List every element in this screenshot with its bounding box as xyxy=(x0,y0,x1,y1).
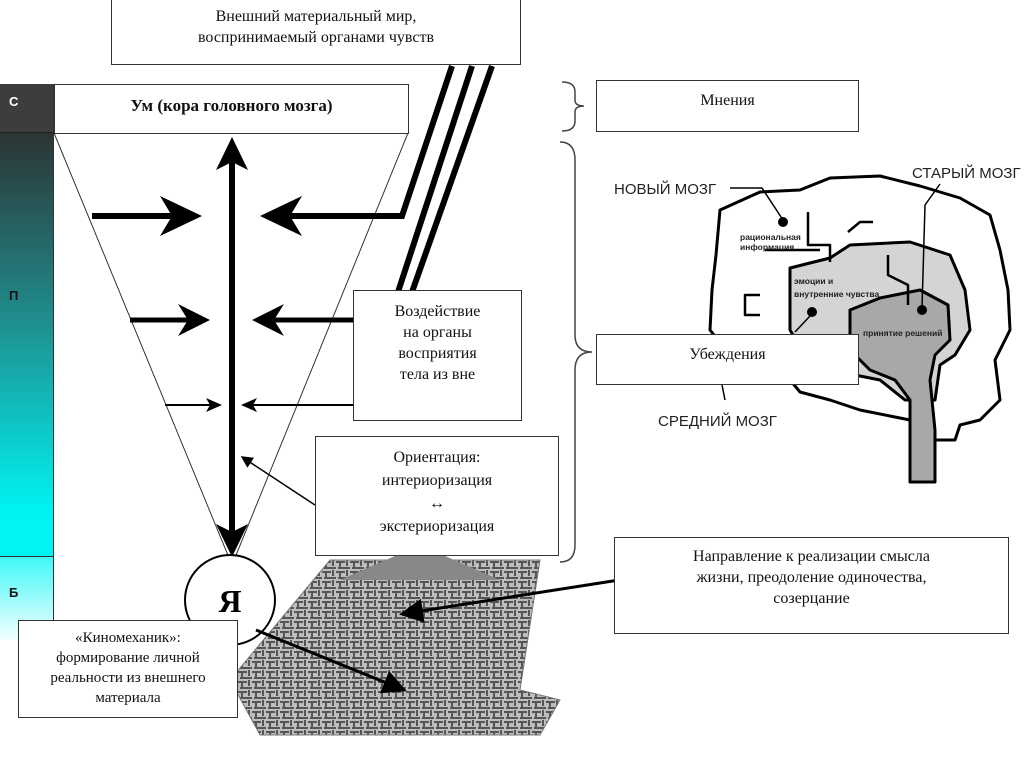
impact-line1: Воздействие xyxy=(394,303,481,320)
orientation-line2: интериоризация xyxy=(381,472,493,489)
level-label-middle: П xyxy=(9,288,19,303)
brain-illustration xyxy=(708,174,1012,484)
projectionist-line2: формирование личной xyxy=(56,650,200,666)
orientation-box: Ориентация: интериоризация ↔ экстериориз… xyxy=(315,436,559,556)
direction-box: Направление к реализации смысла жизни, п… xyxy=(614,537,1009,634)
impact-line2: на органы xyxy=(403,324,472,341)
opinions-box: Мнения xyxy=(596,80,859,132)
rational-label-1: рациональная xyxy=(740,232,801,242)
orientation-line3: ↔ xyxy=(429,495,445,512)
direction-line2: жизни, преодоление одиночества, xyxy=(696,569,927,586)
projectionist-line3: реальности из внешнего xyxy=(50,670,206,686)
external-world-line1: Внешний материальный мир, xyxy=(215,8,417,25)
orientation-line1: Ориентация: xyxy=(393,449,481,466)
direction-line1: Направление к реализации смысла xyxy=(693,548,930,565)
projectionist-box: «Киномеханик»: формирование личной реаль… xyxy=(18,620,238,718)
orientation-pointer xyxy=(240,456,316,506)
maze-image xyxy=(229,545,561,736)
external-world-line2: воспринимаемый органами чувств xyxy=(197,29,435,46)
emotions-label-1: эмоции и xyxy=(794,276,833,286)
direction-line3: созерцание xyxy=(773,590,850,607)
inward-arrows xyxy=(92,196,355,412)
impact-line4: тела из вне xyxy=(399,366,476,383)
impact-box: Воздействие на органы восприятия тела из… xyxy=(353,290,522,421)
perception-lines xyxy=(300,64,495,294)
self-label: Я xyxy=(218,583,241,619)
old-brain-label: СТАРЫЙ МОЗГ xyxy=(912,164,1021,182)
projectionist-line4: материала xyxy=(95,690,161,706)
rational-label-2: информация xyxy=(740,242,794,252)
mind-box: Ум (кора головного мозга) xyxy=(54,84,409,134)
projectionist-line1: «Киномеханик»: xyxy=(75,630,181,646)
direction-arrow xyxy=(399,576,633,623)
middle-brain-label: СРЕДНИЙ МОЗГ xyxy=(658,412,777,430)
external-world-box: Внешний материальный мир, воспринимаемый… xyxy=(111,0,521,65)
beliefs-brace xyxy=(559,141,593,563)
level-bar-middle: П xyxy=(0,133,54,557)
impact-line3: восприятия xyxy=(398,345,477,362)
projectionist-arrow xyxy=(255,628,407,694)
emotions-label-2: внутренние чувства xyxy=(794,289,880,299)
level-bar-top: С xyxy=(0,84,54,133)
decisions-label: принятие решений xyxy=(863,328,942,338)
beliefs-box: Убеждения xyxy=(596,334,859,385)
level-label-top: С xyxy=(9,94,19,109)
orientation-line4: экстериоризация xyxy=(379,518,495,535)
brain-labels: НОВЫЙ МОЗГ СТАРЫЙ МОЗГ СРЕДНИЙ МОЗГ раци… xyxy=(614,164,1021,430)
opinions-brace xyxy=(561,81,585,132)
level-label-bottom: Б xyxy=(9,585,19,600)
new-brain-label: НОВЫЙ МОЗГ xyxy=(614,180,716,198)
vertical-double-arrow xyxy=(216,137,248,557)
